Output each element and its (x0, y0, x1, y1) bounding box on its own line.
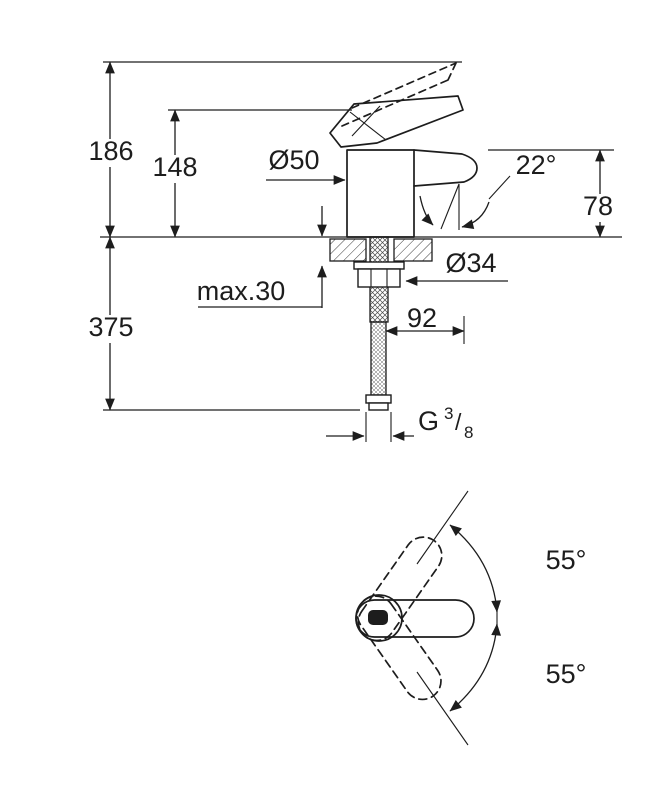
thread-prefix: G (418, 406, 439, 436)
counter-hatch-left (329, 238, 367, 262)
washer (353, 261, 405, 270)
angle-leader (488, 175, 511, 200)
nut-flats (370, 269, 388, 287)
faucet-body (346, 149, 415, 238)
faucet-spout (413, 149, 478, 187)
lever-detail-lines (349, 105, 387, 141)
dim-label-max-thickness: max.30 (197, 276, 286, 306)
faucet-lever (329, 95, 464, 148)
label-bg-148 (148, 155, 202, 183)
dim-label-spout-height: 78 (583, 191, 613, 221)
thread-numerator: 3 (444, 404, 453, 423)
spout-angle-marks (419, 175, 511, 230)
dim-label-hose-length: 375 (88, 312, 133, 342)
dim-label-reach: 92 (407, 303, 437, 333)
counter-section (329, 238, 433, 262)
label-bg-186 (84, 139, 138, 167)
dim-label-hole-diameter: Ø34 (445, 248, 496, 278)
dim-label-thread: G 3 / 8 (418, 404, 473, 442)
angle-arc-left (419, 195, 434, 226)
dim-label-body-diameter: Ø50 (268, 145, 319, 175)
angle-arc-right (461, 201, 490, 229)
cartridge-dome (355, 594, 403, 642)
handle-logo-slot (368, 610, 388, 625)
plan-view: 55° 55° (355, 490, 587, 746)
dim-label-total-height: 186 (88, 136, 133, 166)
flexible-hose (370, 321, 387, 396)
faucet-outline (329, 62, 478, 238)
hose-fitting-hex (365, 394, 392, 404)
angle-reference-lines (440, 183, 460, 230)
swivel-axis-lines (416, 490, 469, 746)
swivel-arc-lower (449, 623, 501, 712)
label-bg-78 (578, 194, 618, 222)
lever-raised-dashed (341, 62, 457, 127)
dim-thread-extensions (365, 412, 392, 442)
label-bg-375 (84, 315, 138, 343)
dim-label-swivel-lower: 55° (546, 659, 587, 689)
counter-hatch-right (393, 238, 433, 262)
dim-label-swivel-upper: 55° (546, 545, 587, 575)
handle-swivel-dashed (356, 536, 443, 701)
hose-fitting-tip (368, 402, 389, 411)
side-view: 186 148 Ø50 22° 78 Ø34 max.30 375 92 G 3… (84, 61, 622, 442)
swivel-arc-upper (449, 524, 501, 613)
dim-label-body-height: 148 (152, 152, 197, 182)
mounting-nut (357, 268, 401, 288)
dim-label-spout-angle: 22° (516, 150, 557, 180)
thread-slash: / (455, 409, 462, 435)
handle-position-up (357, 536, 443, 642)
thread-denominator: 8 (464, 423, 473, 442)
